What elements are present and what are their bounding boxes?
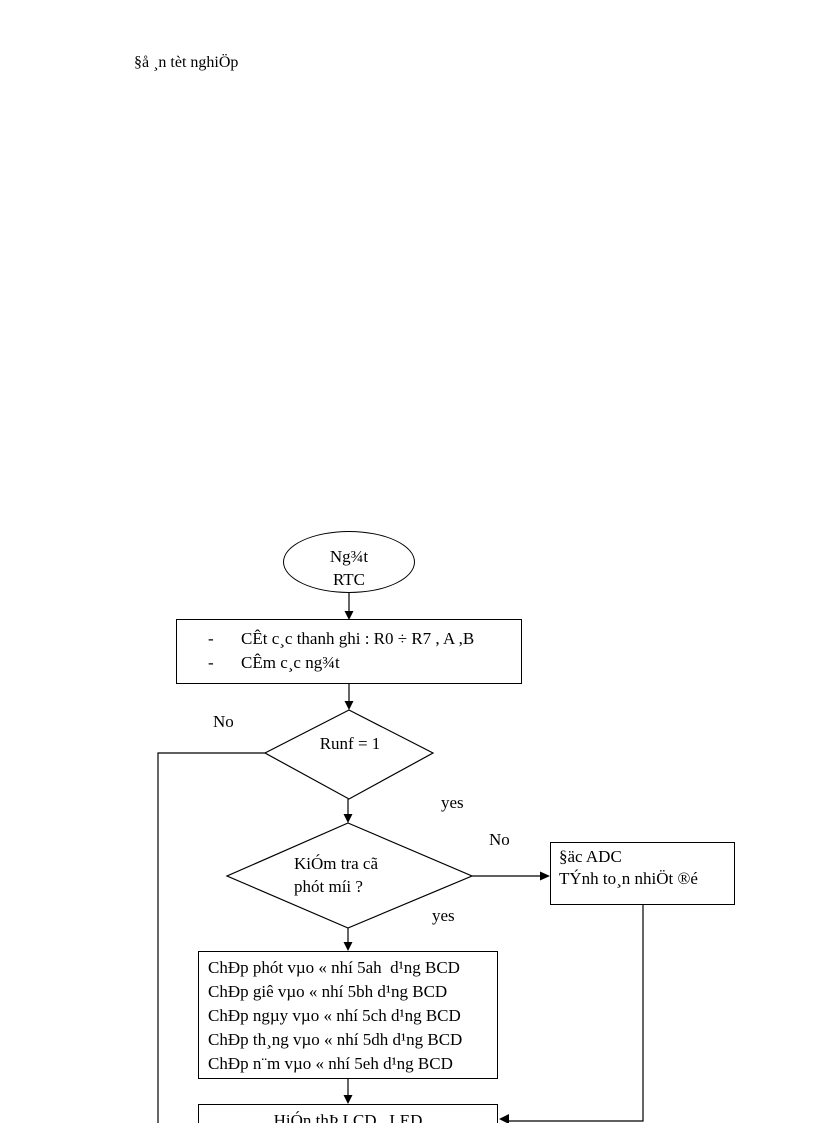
arrowhead-into-display-top xyxy=(343,1095,353,1104)
minute-yes-label: yes xyxy=(432,906,455,925)
edge-adc-to-display xyxy=(509,905,644,1122)
start-terminator-rtc-interrupt: Ng¾t RTC xyxy=(283,531,415,593)
start-label-line1: Ng¾t xyxy=(329,547,369,566)
adc-line1: §äc ADC xyxy=(559,847,622,866)
minute-no-label: No xyxy=(489,830,510,849)
arrowhead-into-runf xyxy=(344,701,354,710)
runf-decision-diamond xyxy=(263,709,435,800)
minute-decision-line2: phót míi ? xyxy=(294,877,363,896)
init-line1: CÊt c¸c thanh ghi : R0 ÷ R7 , A ,B xyxy=(241,629,475,648)
start-label-line2: RTC xyxy=(332,570,366,589)
minute-decision-label: KiÓm tra cã phót míi ? xyxy=(294,852,378,898)
runf-decision-label: Runf = 1 xyxy=(319,734,381,753)
arrowhead-into-minute xyxy=(343,814,353,823)
bcd-line: ChÐp ngµy vµo « nhí 5ch d¹ng BCD xyxy=(208,1006,461,1025)
bcd-line: ChÐp giê vµo « nhí 5bh d¹ng BCD xyxy=(208,982,448,1001)
bullet-dash: - xyxy=(208,629,214,648)
minute-decision-diamond xyxy=(225,822,474,929)
edge-runf-no-branch xyxy=(157,752,265,1123)
init-line2: CÊm c¸c ng¾t xyxy=(241,653,340,672)
arrowhead-into-adc xyxy=(540,871,550,881)
bcd-line: ChÐp th¸ng vµo « nhí 5dh d¹ng BCD xyxy=(208,1030,463,1049)
process-box-save-registers: - CÊt c¸c thanh ghi : R0 ÷ R7 , A ,B - C… xyxy=(176,619,522,684)
process-box-read-adc: §äc ADC TÝnh to¸n nhiÖt ®é xyxy=(550,842,735,905)
arrowhead-into-display-right xyxy=(499,1114,509,1123)
bullet-dash: - xyxy=(208,653,214,672)
process-box-copy-bcd: ChÐp phót vµo « nhí 5ah d¹ng BCD ChÐp gi… xyxy=(198,951,498,1079)
page-header-text: §å ¸n tèt nghiÖp xyxy=(134,54,239,71)
adc-line2: TÝnh to¸n nhiÖt ®é xyxy=(559,869,698,888)
runf-yes-label: yes xyxy=(441,793,464,812)
arrowhead-into-bcd xyxy=(343,942,353,951)
minute-decision-line1: KiÓm tra cã xyxy=(294,854,379,873)
arrowhead-into-init xyxy=(344,611,354,620)
process-box-display-lcd-led: HiÓn thÞ LCD , LED xyxy=(198,1104,498,1123)
bcd-line: ChÐp phót vµo « nhí 5ah d¹ng BCD xyxy=(208,958,460,977)
display-label: HiÓn thÞ LCD , LED xyxy=(273,1111,423,1123)
bcd-line: ChÐp n¨m vµo « nhí 5eh d¹ng BCD xyxy=(208,1054,453,1073)
runf-no-label: No xyxy=(213,712,234,731)
